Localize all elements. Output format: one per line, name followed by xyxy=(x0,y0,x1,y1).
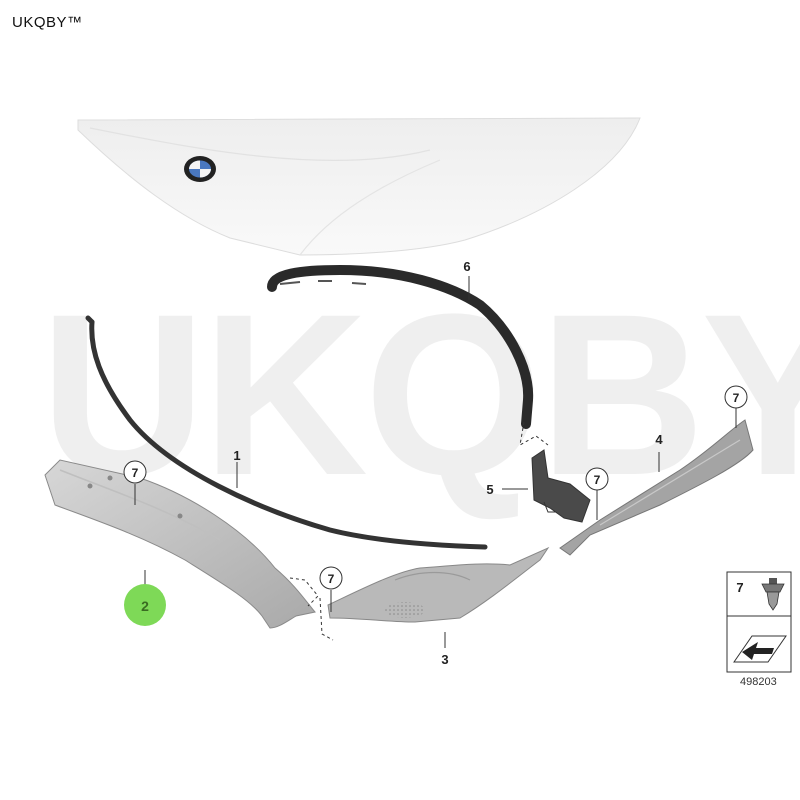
part-6-seal xyxy=(267,265,549,446)
part-2-cowl-panel xyxy=(44,459,334,641)
legend-box: 7 xyxy=(726,571,792,673)
callout-7-d: 7 xyxy=(733,391,740,405)
part-4-cowl-panel xyxy=(559,419,754,556)
callout-3: 3 xyxy=(441,652,448,667)
bmw-logo-icon xyxy=(184,156,216,182)
hood xyxy=(77,117,641,256)
callout-7-b: 7 xyxy=(594,473,601,487)
part-3-cowl-panel xyxy=(327,546,550,623)
legend-number: 7 xyxy=(736,580,743,595)
callout-7-a: 7 xyxy=(132,466,139,480)
diagram-id: 498203 xyxy=(740,676,777,688)
brand-label: UKQBY™ xyxy=(12,14,83,31)
direction-arrow-icon xyxy=(733,635,787,663)
callout-1: 1 xyxy=(233,448,240,463)
callout-4: 4 xyxy=(655,432,663,447)
callout-6: 6 xyxy=(463,259,470,274)
part-2-highlight xyxy=(124,584,166,626)
callout-2: 2 xyxy=(141,598,149,614)
callout-5: 5 xyxy=(486,482,493,497)
callout-circles xyxy=(123,385,748,590)
callout-7-c: 7 xyxy=(328,572,335,586)
clip-fastener-icon xyxy=(761,578,785,611)
part-5-bracket xyxy=(531,449,591,523)
part-1-seal xyxy=(85,315,488,550)
leader-lines xyxy=(134,276,737,648)
